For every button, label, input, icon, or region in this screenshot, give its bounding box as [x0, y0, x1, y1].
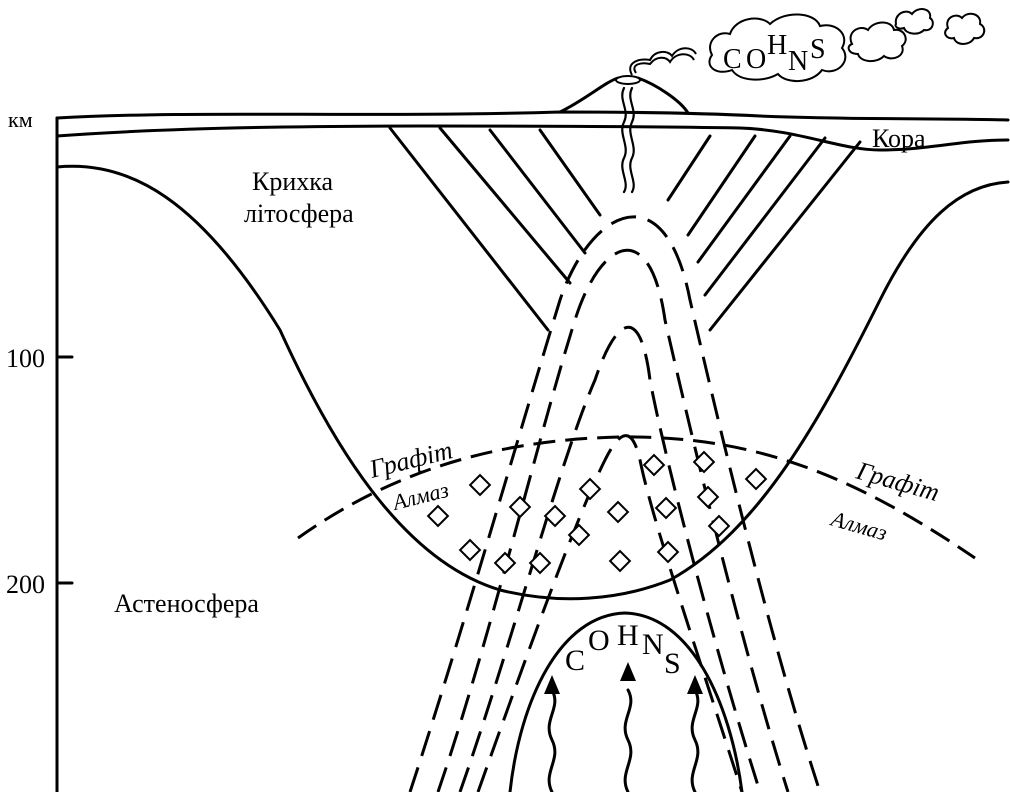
volatile-bottom-o: O [588, 624, 610, 657]
volcano-crater [616, 76, 640, 84]
gas-trail [634, 54, 694, 73]
diamond-icon [656, 498, 676, 518]
diamond-label-right: Алмаз [827, 505, 890, 545]
volatile-bottom-n: N [642, 628, 664, 661]
diamond-icon [608, 502, 628, 522]
ascent-arrow-right [692, 690, 698, 792]
volatile-bottom-c: C [565, 644, 585, 677]
volatile-bottom-s: S [664, 647, 681, 680]
depth-unit-label: км [8, 107, 33, 132]
gas-cloud-tiny [895, 9, 932, 34]
fracture-line [540, 130, 600, 215]
diamond-icon [510, 497, 530, 517]
diamond-icon [658, 542, 678, 562]
diamond-icon [495, 553, 515, 573]
diamond-icon [644, 455, 664, 475]
diamond-icon [545, 506, 565, 526]
crust-label: Кора [872, 124, 926, 153]
gas-trail [630, 48, 696, 75]
diamond-icon [530, 553, 550, 573]
diamond-icon [580, 479, 600, 499]
volatile-bottom-h: H [617, 619, 639, 652]
arrowhead [687, 675, 703, 694]
ascent-arrow-center [625, 690, 631, 792]
diamond-icon [428, 506, 448, 526]
volatile-top-o: O [746, 44, 766, 75]
arrowhead [620, 662, 636, 681]
diamond-icon [460, 540, 480, 560]
diamond-icon [709, 516, 729, 536]
conduit-right [630, 88, 633, 192]
lithosphere-label-line2: літосфера [244, 199, 354, 228]
diamond-icon [610, 551, 630, 571]
asthenosphere-label: Астеносфера [114, 589, 259, 618]
volatile-top-c: C [723, 44, 742, 75]
diamond-icon [569, 525, 589, 545]
fracture-line [668, 136, 710, 200]
ascent-arrow-left [549, 690, 555, 792]
volatile-top-n: N [788, 46, 808, 77]
diamond-icon [746, 469, 766, 489]
lithosphere-label-line1: Крихка [252, 167, 333, 196]
diamond-icon [698, 487, 718, 507]
graphite-label-right: Графіт [852, 456, 942, 507]
gas-cloud-far [945, 14, 984, 44]
diamond-icon [470, 475, 490, 495]
depth-label-100: 100 [6, 344, 45, 373]
surface-line [57, 112, 1008, 120]
arrowhead [544, 675, 560, 694]
diamond-markers [428, 452, 766, 573]
fracture-line [490, 130, 585, 253]
conduit-left [622, 88, 625, 192]
depth-label-200: 200 [6, 570, 45, 599]
volatile-top-h: H [767, 30, 787, 61]
crust-base-line [57, 126, 1008, 150]
fracture-line [705, 138, 825, 295]
volatile-top-s: S [810, 34, 826, 65]
fracture-line [688, 136, 755, 235]
